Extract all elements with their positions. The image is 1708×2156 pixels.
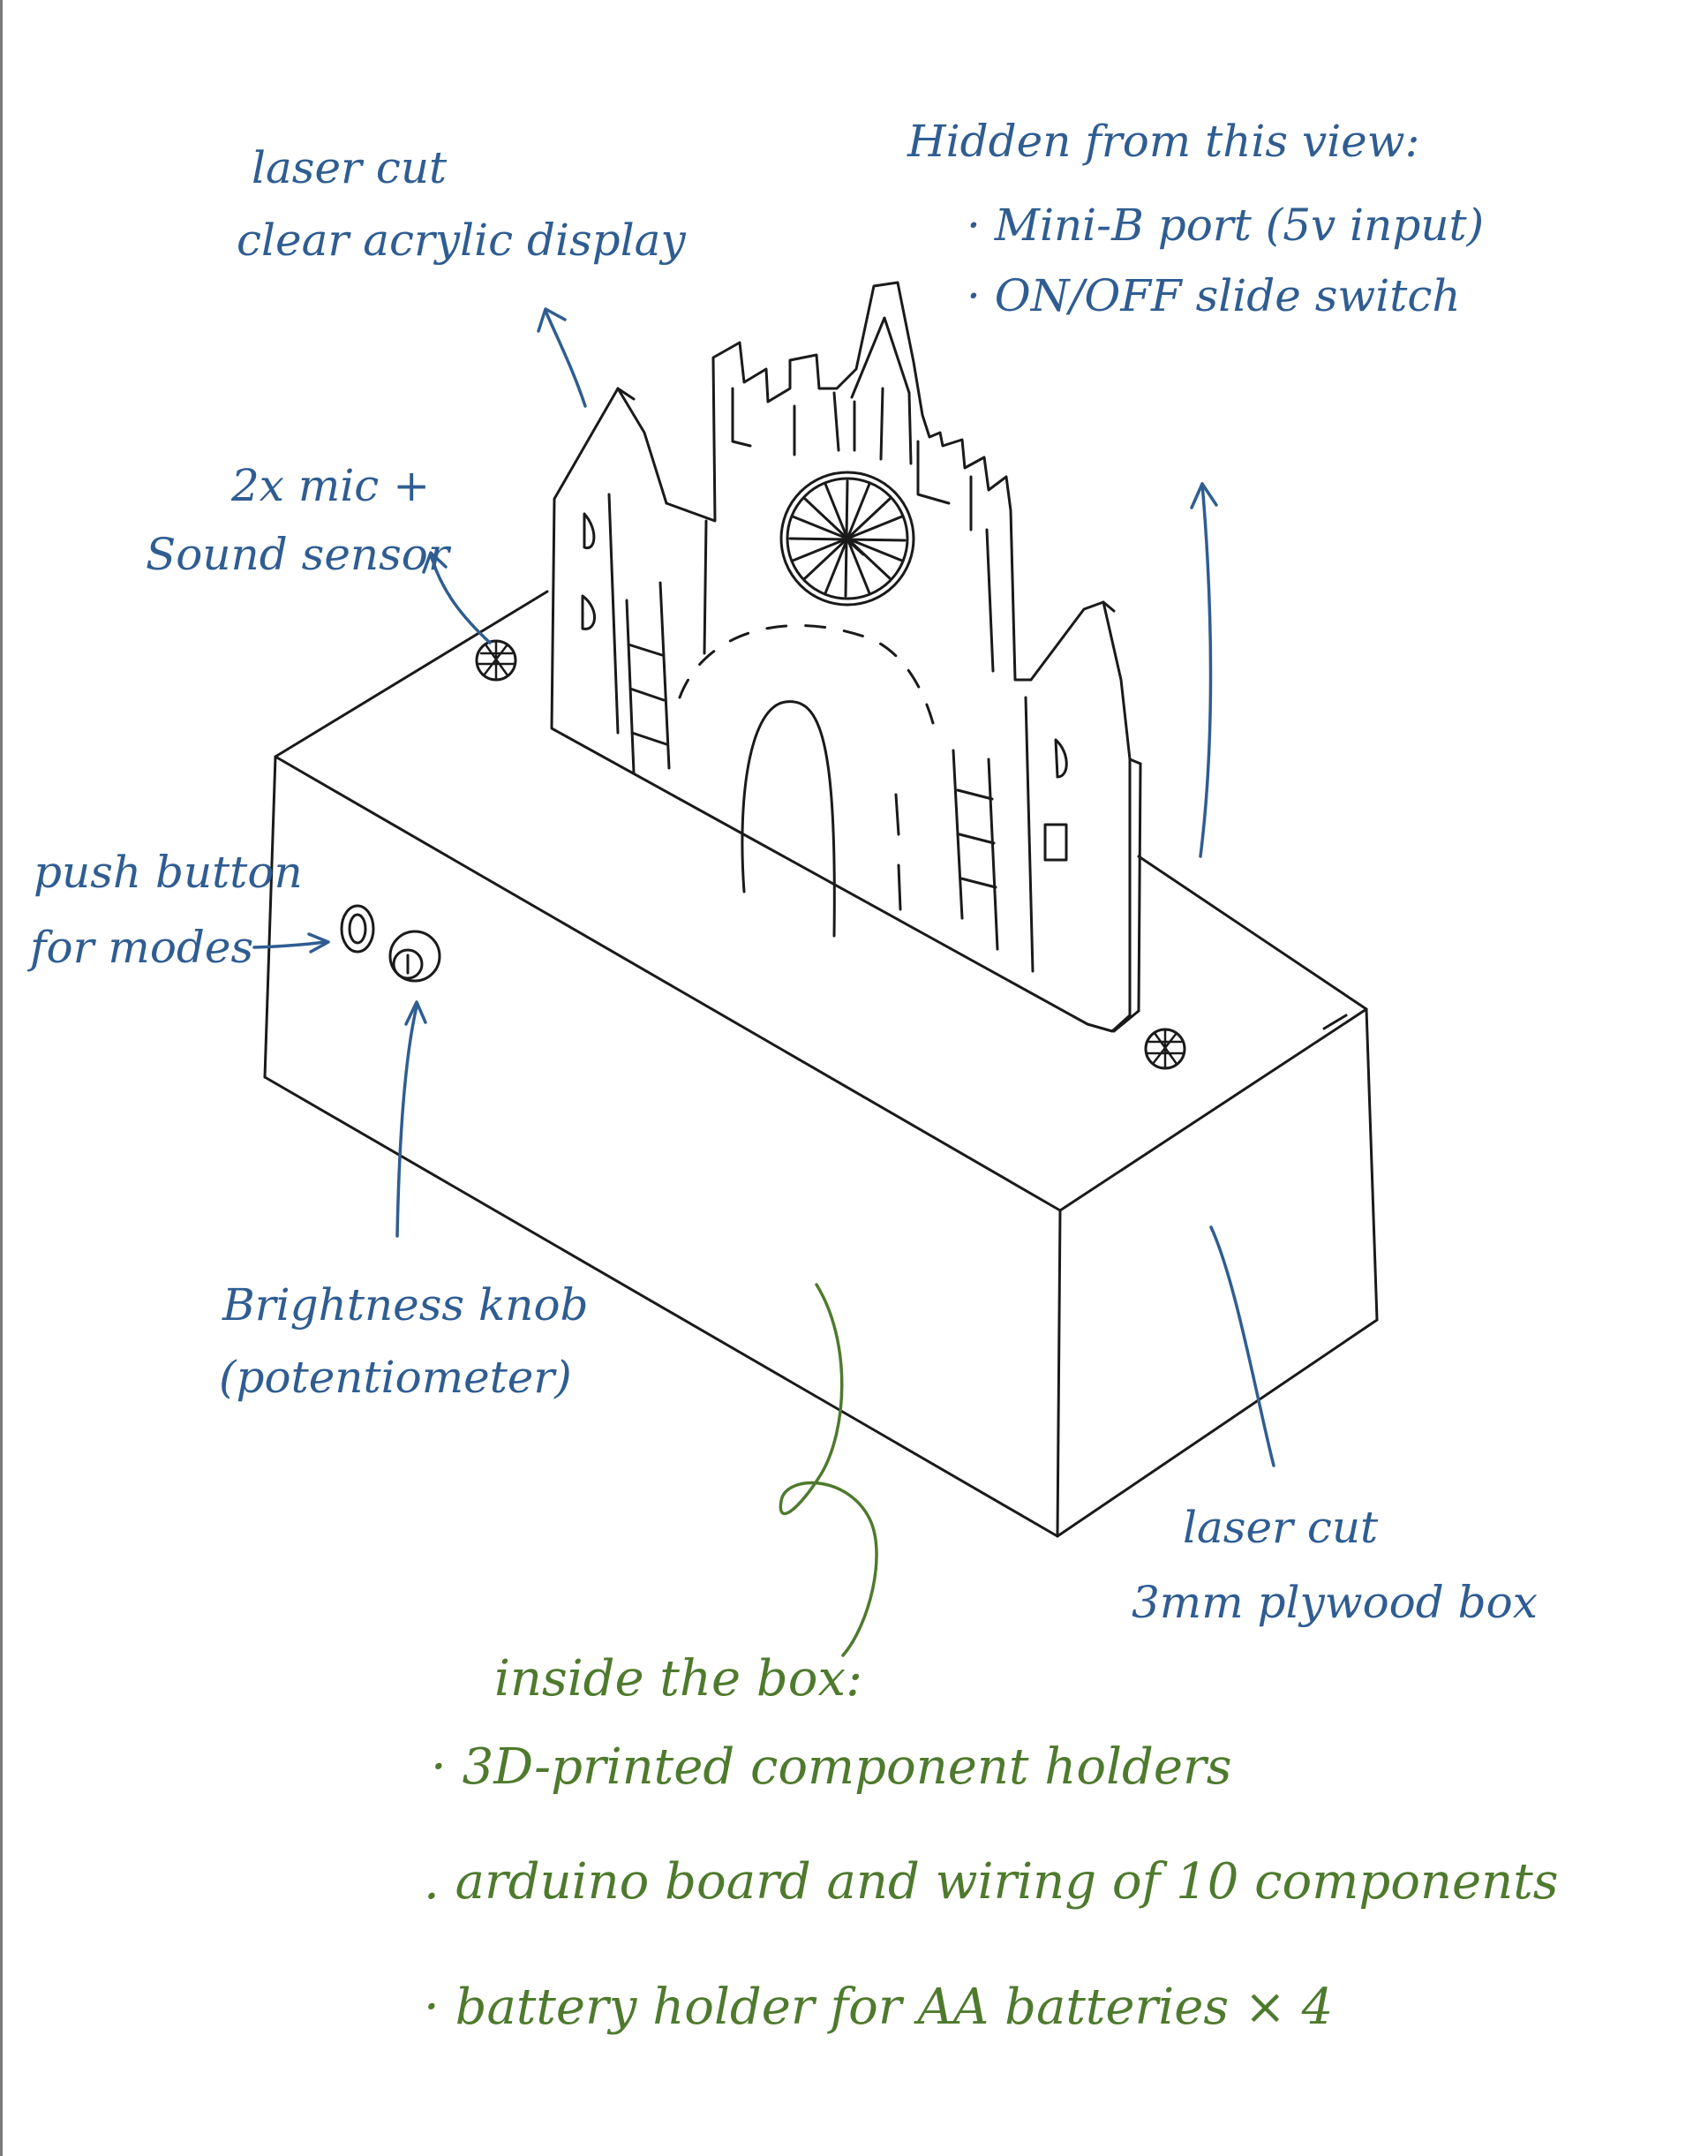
label-acrylic-line-2: clear acrylic display	[237, 214, 686, 267]
label-inside-title: inside the box:	[494, 1649, 862, 1708]
label-knob-line-1: Brightness knob	[222, 1278, 589, 1331]
label-hidden-item-2: · ON/OFF slide switch	[967, 269, 1461, 322]
arrow-hidden-view	[1192, 484, 1216, 856]
label-inside-item-1: · 3D-printed component holders	[431, 1738, 1231, 1797]
label-inside-item-2: . arduino board and wiring of 10 compone…	[424, 1852, 1558, 1911]
label-mic-line-1: 2x mic +	[231, 459, 430, 512]
label-knob-line-2: (potentiometer)	[219, 1351, 572, 1404]
acrylic-castle-display	[552, 283, 1140, 1031]
label-push-button-line-1: push button	[34, 846, 303, 899]
label-plywood-line-2: 3mm plywood box	[1132, 1576, 1538, 1629]
label-plywood-line-1: laser cut	[1183, 1501, 1378, 1554]
label-push-button-line-2: for modes	[30, 921, 253, 974]
brightness-knob	[390, 931, 440, 981]
arrow-inside-box	[780, 1285, 877, 1655]
arrow-plywood-box	[1211, 1227, 1274, 1466]
arrow-push-button	[254, 934, 328, 952]
label-mic-line-2: Sound sensor	[146, 528, 449, 581]
mic-right	[1146, 1029, 1185, 1068]
label-acrylic-line-1: laser cut	[252, 141, 447, 194]
push-button	[342, 906, 373, 952]
arrow-acrylic-display	[538, 309, 585, 406]
mic-left	[477, 641, 515, 680]
label-inside-item-3: · battery holder for AA batteries × 4	[424, 1978, 1333, 2037]
label-hidden-item-1: · Mini-B port (5v input)	[967, 199, 1484, 252]
label-hidden-title: Hidden from this view:	[907, 115, 1419, 168]
arrow-brightness-knob	[397, 1002, 425, 1236]
